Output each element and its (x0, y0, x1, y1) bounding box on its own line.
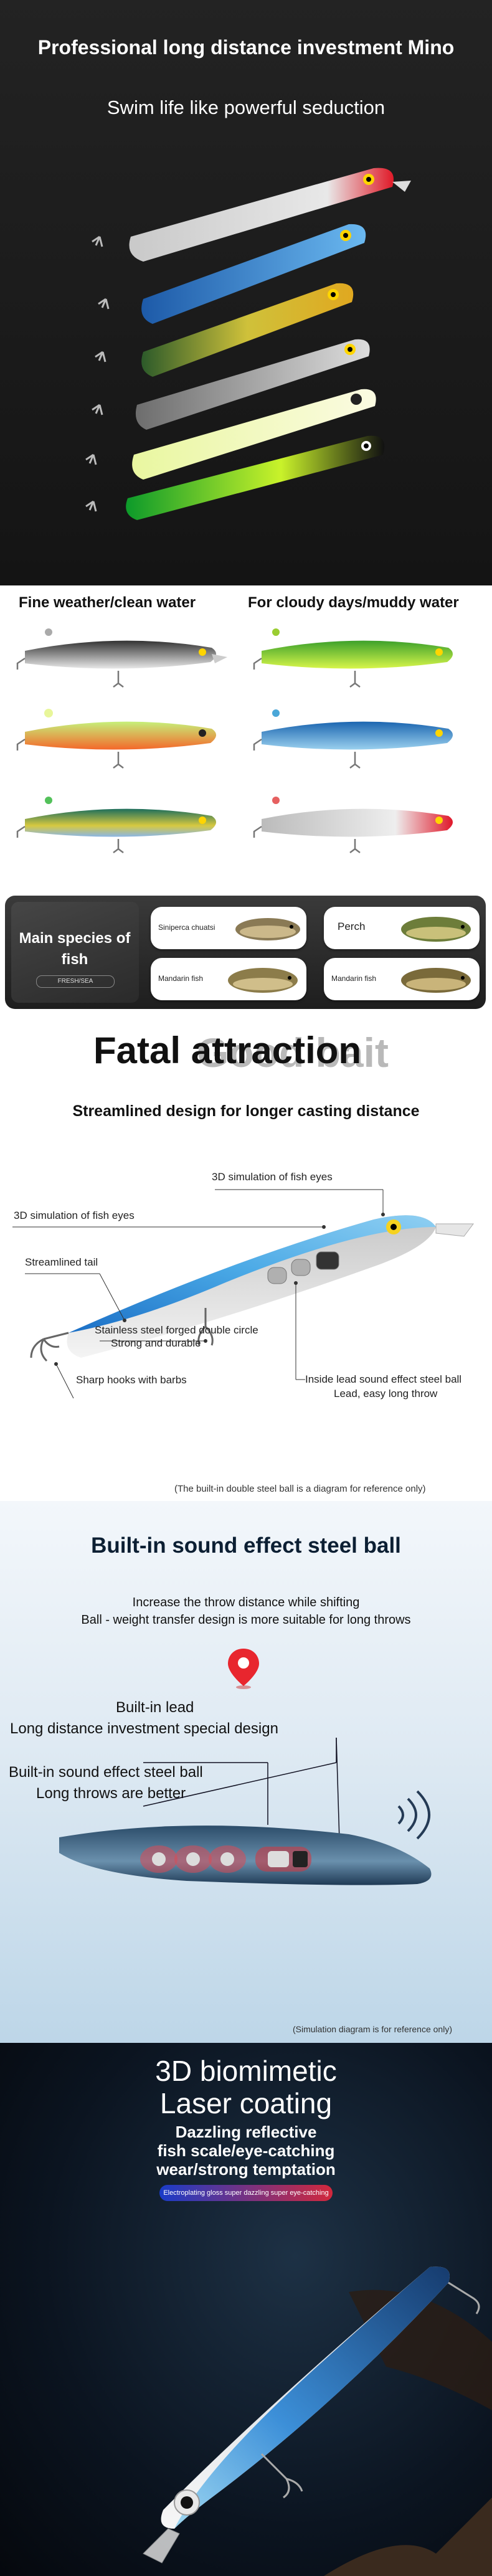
species-heading-block: Main species of fish FRESH/SEA (11, 902, 139, 1003)
lure-red-head (129, 168, 411, 262)
laser-pill: Electroplating gloss super dazzling supe… (159, 2185, 333, 2201)
color-green-tiger (262, 628, 453, 669)
callout-eyes-left: 3D simulation of fish eyes (14, 1210, 135, 1221)
fresh-sea-badge: FRESH/SEA (36, 975, 115, 988)
steel-balls (267, 1251, 339, 1284)
location-pin-icon (228, 1649, 259, 1689)
laser-line-5: wear/strong temptation (156, 2160, 336, 2179)
laser-hooks (260, 2281, 480, 2499)
color-perch (25, 797, 217, 837)
laser-section: 3D biomimetic Laser coating Dazzling ref… (0, 2043, 492, 2576)
lure-silver (135, 339, 370, 430)
hero-section: Professional long distance investment Mi… (0, 0, 492, 585)
ball-desc: Long throws are better (36, 1785, 186, 1802)
callout-eyes-top: 3D simulation of fish eyes (212, 1171, 333, 1183)
colors-section: Fine weather/clean water For cloudy days… (0, 585, 492, 1021)
muddy-water-heading: For cloudy days/muddy water (248, 594, 459, 611)
color-black-silver (25, 628, 227, 669)
sound-desc-1: Increase the throw distance while shifti… (132, 1596, 360, 1609)
laser-line-1: 3D biomimetic (155, 2055, 337, 2087)
species-card: Mandarin fish (151, 958, 306, 1000)
species-card: Mandarin fish (324, 958, 480, 1000)
fish-image (401, 968, 471, 993)
sound-note: (Simulation diagram is for reference onl… (293, 2024, 452, 2034)
treble-hooks (85, 235, 110, 512)
color-red-head-silver (262, 797, 453, 837)
laser-line-3: Dazzling reflective (175, 2123, 317, 2141)
sound-ball-diagram (59, 1737, 432, 1885)
design-title: Fatal attraction (93, 1030, 362, 1071)
clean-water-heading: Fine weather/clean water (19, 594, 196, 611)
callout-durable: Strong and durable (111, 1337, 201, 1349)
callout-lines (12, 1189, 384, 1399)
sound-section: Built-in sound effect steel ball Increas… (0, 1501, 492, 2043)
species-name: Perch (338, 921, 366, 932)
lure-green-black (126, 435, 385, 520)
species-name: Siniperca chuatsi (158, 923, 215, 932)
hero-lures-image (85, 168, 411, 520)
lead-desc: Long distance investment special design (10, 1720, 278, 1737)
callout-lead-throw: Lead, easy long throw (334, 1388, 438, 1399)
callout-tail: Streamlined tail (25, 1256, 98, 1268)
callout-hooks: Sharp hooks with barbs (76, 1374, 187, 1386)
lure-color-grid (16, 628, 453, 853)
sound-callout-lines (143, 1737, 340, 1841)
fish-image (401, 917, 471, 942)
species-heading: Main species of fish (19, 930, 131, 968)
design-section: Good bait Fatal attraction Streamlined d… (0, 1021, 492, 1501)
species-name: Mandarin fish (158, 974, 204, 983)
design-subtitle: Streamlined design for longer casting di… (72, 1102, 420, 1120)
species-panel: Main species of fish FRESH/SEA Siniperca… (5, 896, 486, 1009)
ghost-title: Good bait (197, 1030, 389, 1076)
color-chartreuse-orange (25, 709, 217, 750)
lead-label: Built-in lead (116, 1699, 194, 1716)
sound-desc-2: Ball - weight transfer design is more su… (81, 1613, 411, 1627)
laser-lure-image (143, 2266, 492, 2576)
hero-subtitle: Swim life like powerful seduction (106, 97, 386, 118)
sound-title: Built-in sound effect steel ball (91, 1533, 401, 1558)
lure-blue (141, 224, 366, 324)
diagram-hooks (30, 1308, 214, 1362)
lure-diagram (12, 1189, 474, 1399)
species-card: Perch (324, 907, 480, 949)
sound-ball-chambers (140, 1845, 311, 1873)
color-blue-pearl (262, 709, 453, 750)
grid-hooks (16, 657, 361, 853)
species-card: Siniperca chuatsi (151, 907, 306, 949)
lure-green-yellow (141, 283, 354, 377)
callout-double-circle: Stainless steel forged double circle (95, 1324, 258, 1336)
species-name: Mandarin fish (331, 974, 377, 983)
design-note: (The built-in double steel ball is a dia… (174, 1484, 426, 1494)
fish-image (228, 968, 298, 993)
lure-white (132, 389, 376, 480)
callout-lead-ball: Inside lead sound effect steel ball (305, 1373, 462, 1385)
laser-line-2: Laser coating (159, 2087, 333, 2119)
sound-wave-icon (397, 1790, 430, 1840)
laser-line-4: fish scale/eye-catching (157, 2141, 335, 2160)
ball-label: Built-in sound effect steel ball (9, 1764, 203, 1781)
fish-image (235, 918, 300, 940)
callout-dots (54, 1213, 385, 1366)
hero-title: Professional long distance investment Mi… (37, 36, 455, 59)
